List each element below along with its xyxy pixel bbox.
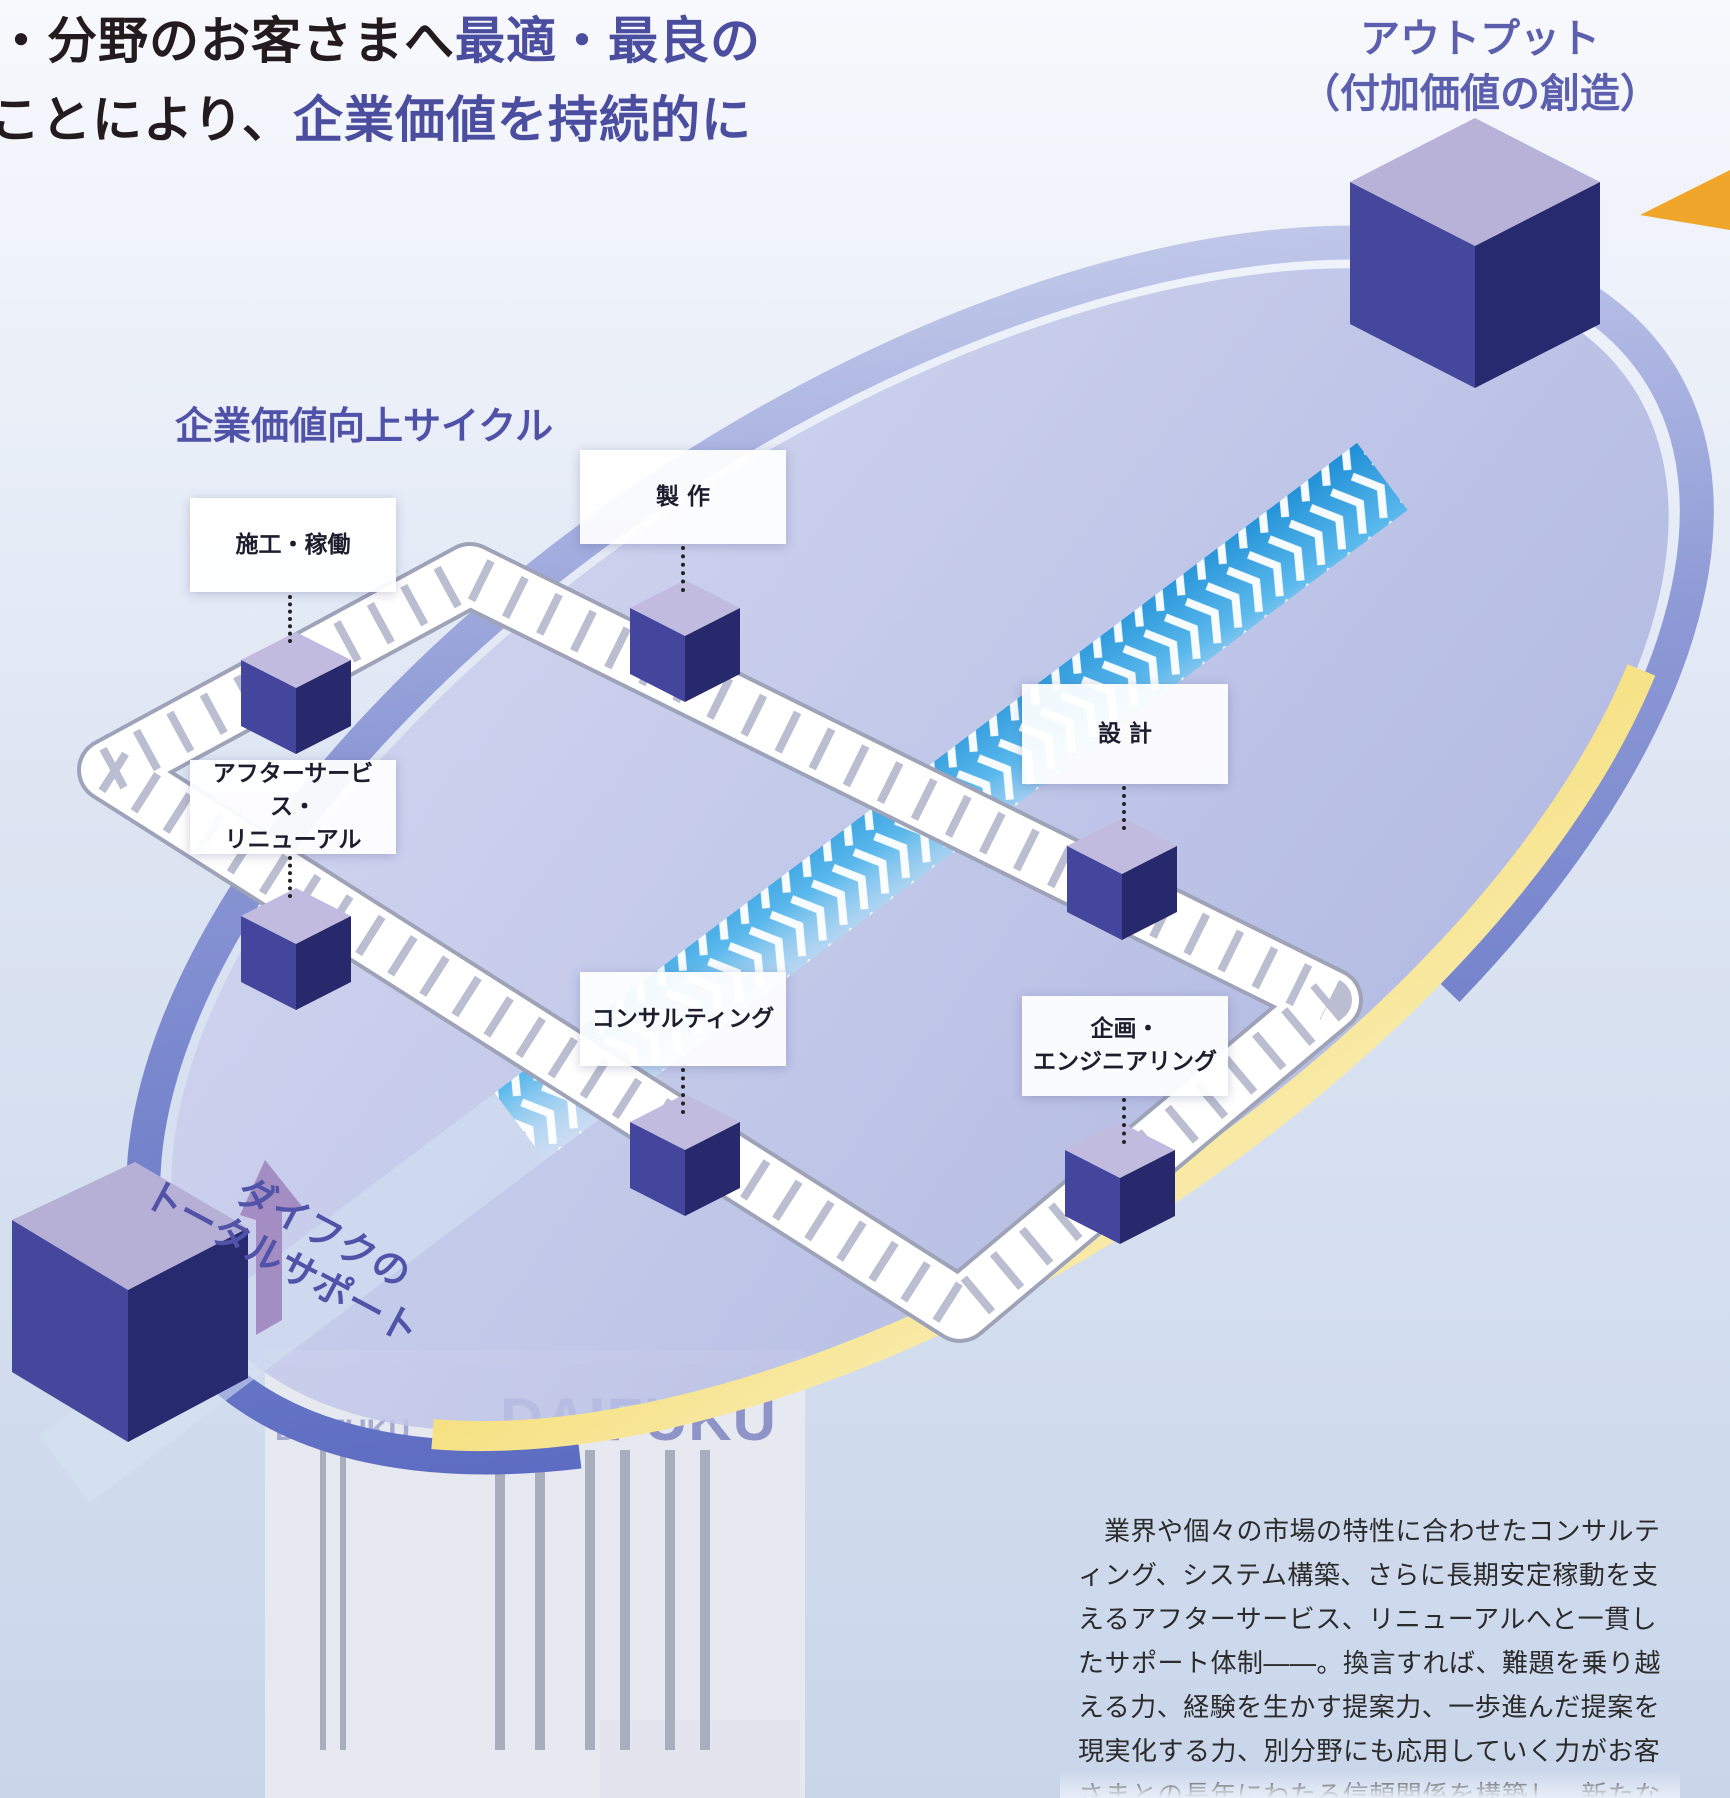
connector-manufacturing bbox=[681, 546, 685, 592]
output-cube bbox=[1350, 118, 1600, 388]
output-title: アウトプット （付加価値の創造） bbox=[1300, 12, 1660, 122]
headline-line-1: ・分野のお客さまへ最適・最良の bbox=[0, 16, 761, 66]
headline-1b: 最適・最良の bbox=[455, 12, 761, 70]
node-label-construction: 施工・稼働 bbox=[190, 498, 396, 592]
connector-planning bbox=[1122, 1098, 1126, 1144]
output-title-line-1: アウトプット bbox=[1360, 16, 1600, 62]
headline-line-2: ことにより、企業価値を持続的に bbox=[0, 95, 752, 145]
body-paragraph: 業界や個々の市場の特性に合わせたコンサルティング、システム構築、さらに長期安定稼… bbox=[1078, 1517, 1662, 1798]
output-title-line-2: （付加価値の創造） bbox=[1300, 71, 1660, 117]
node-label-consulting: コンサルティング bbox=[580, 972, 786, 1066]
cube-設計 bbox=[1067, 818, 1177, 940]
headline-1a: ・分野のお客さまへ bbox=[0, 12, 455, 70]
connector-construction bbox=[288, 595, 292, 643]
orange-arrow-icon bbox=[1640, 170, 1730, 230]
node-label-design: 設 計 bbox=[1022, 684, 1228, 784]
headline-2b: 企業価値を持続的に bbox=[293, 91, 752, 149]
support-arrow-icon bbox=[240, 1160, 305, 1335]
cube-アフター bbox=[241, 888, 351, 1010]
node-label-manufacturing: 製 作 bbox=[580, 450, 786, 544]
cube-企画 bbox=[1065, 1122, 1175, 1244]
headline-2a: ことにより、 bbox=[0, 91, 293, 149]
node-label-planning: 企画・ エンジニアリング bbox=[1022, 996, 1228, 1096]
body-fade bbox=[1060, 1770, 1680, 1798]
input-cube bbox=[12, 1162, 248, 1442]
cycle-title: 企業価値向上サイクル bbox=[175, 404, 554, 448]
connector-design bbox=[1122, 786, 1126, 830]
node-label-after-service: アフターサービス・ リニューアル bbox=[190, 760, 396, 854]
connector-after-service bbox=[288, 856, 292, 898]
node-label-after-service-text: アフターサービス・ リニューアル bbox=[212, 760, 374, 853]
cube-施工 bbox=[241, 632, 351, 754]
connector-consulting bbox=[681, 1068, 685, 1114]
cube-製作 bbox=[630, 580, 740, 702]
node-label-planning-text: 企画・ エンジニアリング bbox=[1033, 1016, 1217, 1075]
cube-コンサル bbox=[630, 1094, 740, 1216]
